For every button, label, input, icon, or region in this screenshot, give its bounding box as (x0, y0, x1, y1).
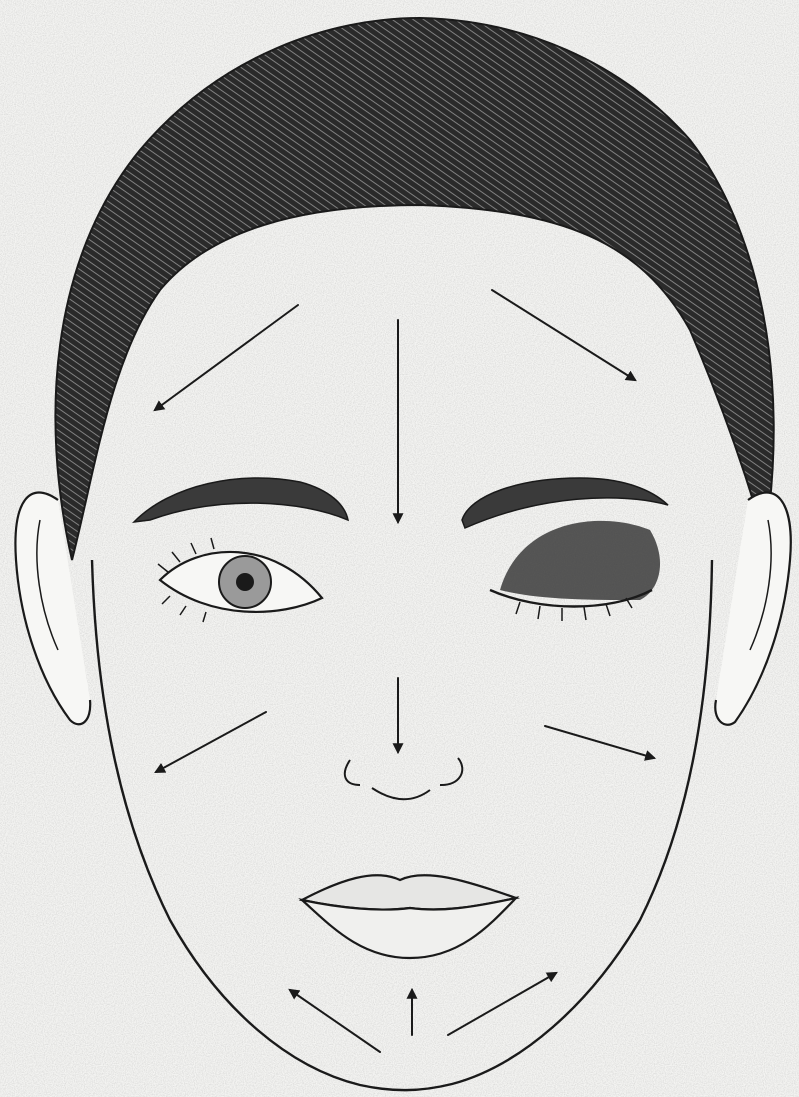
left-pupil (236, 573, 254, 591)
